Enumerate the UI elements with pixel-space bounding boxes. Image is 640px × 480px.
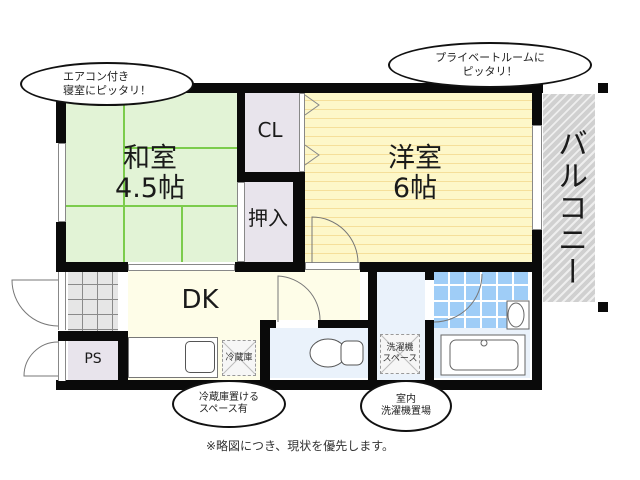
fridge-space: 冷蔵庫 (222, 340, 256, 376)
window-washitsu-left (58, 143, 66, 222)
dk-label: DK (181, 285, 219, 315)
toilet-icon (309, 338, 364, 368)
tatami-line (123, 92, 125, 262)
callout-fridge: 冷蔵庫置けるスペース有 (172, 380, 286, 428)
door-youshitsu-gap[interactable] (305, 262, 360, 270)
wall-bath-left (425, 270, 434, 280)
door-swing-youshitsu-icon (311, 216, 359, 264)
window-dk-top (128, 264, 235, 271)
wall-ps-top (58, 331, 128, 341)
kitchen-sink-icon (185, 341, 215, 373)
callout-private-room: プライベートルームにピッタリ！ (388, 42, 592, 88)
balcony-corner-top (598, 83, 608, 93)
washitsu-room (66, 92, 237, 262)
ps-label: PS (84, 351, 102, 367)
ps-room (68, 340, 118, 380)
wall-top (56, 83, 543, 93)
wall-mid (56, 262, 128, 272)
closet-label: CL (257, 118, 283, 142)
window-youshitsu-right (532, 125, 542, 230)
wall-toilet-right (368, 270, 377, 380)
bathtub-icon (440, 334, 526, 376)
entrance-frame (58, 272, 66, 330)
wall-bottom (56, 380, 542, 390)
wall-toilet-top (260, 320, 276, 328)
footnote: ※略図につき、現状を優先します。 (205, 439, 395, 453)
balcony-area (543, 94, 595, 302)
door-cl-slide[interactable] (299, 93, 305, 172)
wall-ps-right (118, 331, 128, 381)
washbasin-icon (506, 300, 530, 330)
genkan-tiles (68, 270, 118, 333)
wall-right (532, 83, 542, 125)
wall-left (56, 222, 66, 270)
ps-door-icon (23, 341, 59, 377)
washitsu-label: 和室 4.5帖 (115, 143, 185, 205)
wall-bath-left (425, 320, 434, 380)
wall-oshiire-youshitsu (293, 172, 305, 270)
dk-room-extension (260, 270, 360, 320)
ps-frame (58, 341, 66, 381)
tatami-line (181, 205, 183, 262)
wall-left (56, 83, 66, 143)
youshitsu-label: 洋室 6帖 (388, 143, 442, 205)
oshiire-room (245, 182, 293, 262)
closet-room (245, 92, 299, 172)
balcony-corner-bottom (598, 302, 608, 312)
door-oshiire-slide[interactable] (237, 182, 245, 262)
wall-right (532, 230, 542, 390)
callout-aircon: エアコン付き寝室にピッタリ！ (20, 62, 194, 106)
youshitsu-room (305, 92, 532, 262)
wall-washitsu-cl (237, 83, 245, 183)
callout-laundry: 室内洗濯機置場 (360, 380, 452, 432)
oshiire-label: 押入 (248, 206, 288, 230)
tatami-line (123, 147, 237, 149)
entrance-door-icon (11, 279, 59, 327)
tatami-line (66, 205, 237, 207)
wall-cl-oshiire (237, 172, 305, 182)
balcony-label: バルコニー (552, 128, 587, 288)
wall-mid (360, 262, 542, 272)
wall-mid (235, 262, 305, 272)
wall-toilet-top (318, 320, 370, 328)
washer-space: 洗濯機スペース (380, 334, 420, 374)
wall-toilet-left (260, 320, 270, 380)
folding-door-icon (305, 94, 320, 166)
bath-door-swing-icon (434, 273, 483, 323)
door-swing-toilet-icon (277, 275, 321, 322)
